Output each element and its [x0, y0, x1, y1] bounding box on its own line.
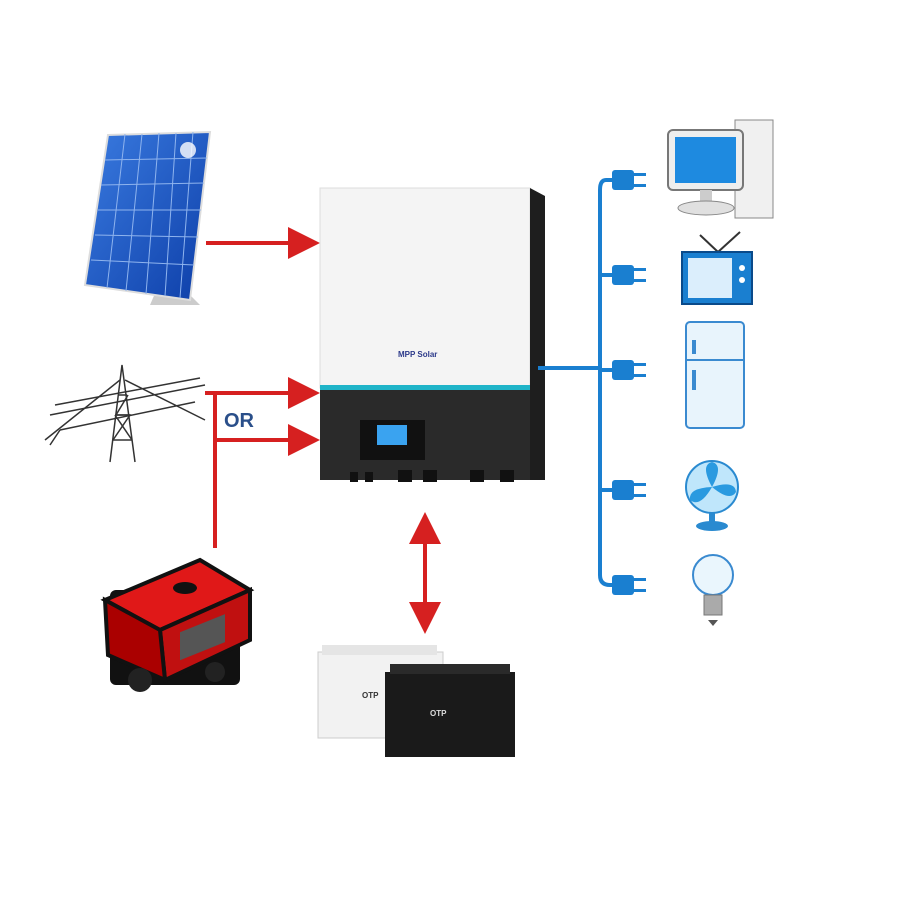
battery-icon: OTP OTP: [317, 645, 515, 757]
solar-panel-icon: [83, 130, 212, 305]
refrigerator-icon: [685, 321, 745, 429]
computer-icon: [667, 119, 774, 219]
fan-icon: [685, 460, 739, 531]
plug-icon: [612, 360, 646, 380]
television-icon: [681, 231, 753, 305]
plug-icon: [612, 170, 646, 190]
or-label: OR: [224, 410, 254, 432]
plug-icons: [612, 170, 646, 595]
load-bus: [538, 178, 612, 587]
light-bulb-icon: [692, 554, 734, 626]
generator-icon: [100, 557, 255, 692]
inverter-logo: MPP Solar: [398, 350, 437, 359]
battery-logo-black: OTP: [430, 709, 447, 718]
inverter: MPP Solar: [319, 187, 545, 482]
plug-icon: [612, 265, 646, 285]
battery-logo-white: OTP: [362, 691, 379, 700]
plug-icon: [612, 575, 646, 595]
plug-icon: [612, 480, 646, 500]
grid-generator-wiring: [205, 377, 320, 548]
power-pylon-icon: [44, 364, 206, 463]
